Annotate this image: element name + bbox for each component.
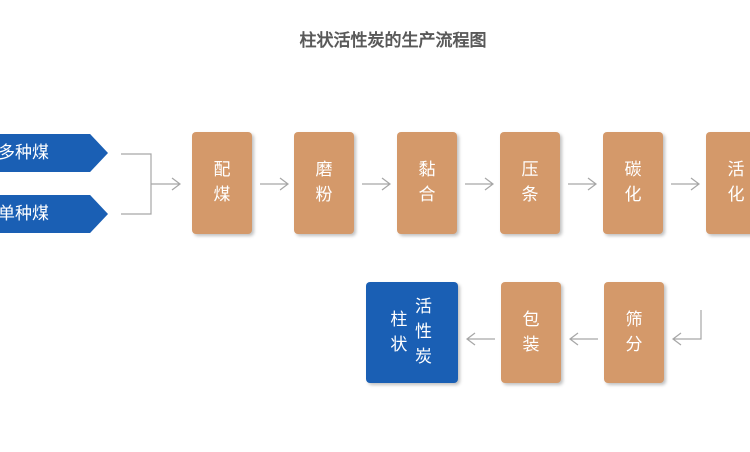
step-label: 配煤 <box>213 160 231 205</box>
step-label: 包装 <box>522 309 540 355</box>
step-screening: 筛分 <box>604 282 664 383</box>
step-extrusion: 压条 <box>500 132 560 234</box>
product-label-2: 活性炭 <box>415 297 432 367</box>
step-label: 磨粉 <box>315 160 333 205</box>
step-label: 碳化 <box>624 160 642 205</box>
step-label: 活化 <box>727 160 745 205</box>
page-title: 柱状活性炭的生产流程图 <box>299 31 487 51</box>
input-single-coal: 单种煤 <box>0 195 108 233</box>
step-carbonization: 碳化 <box>603 132 663 234</box>
product-label-1: 柱状 <box>390 309 408 355</box>
step-label: 压条 <box>521 160 539 205</box>
step-label: 筛分 <box>625 309 643 355</box>
step-packaging: 包装 <box>501 282 561 383</box>
step-grinding: 磨粉 <box>294 132 354 234</box>
input-multi-coal: 多种煤 <box>0 134 108 172</box>
final-product: 柱状 活性炭 <box>366 282 458 383</box>
step-blending: 配煤 <box>192 132 252 234</box>
step-binding: 黏合 <box>397 132 457 234</box>
step-activation: 活化 <box>706 132 750 234</box>
step-label: 黏合 <box>418 160 436 205</box>
